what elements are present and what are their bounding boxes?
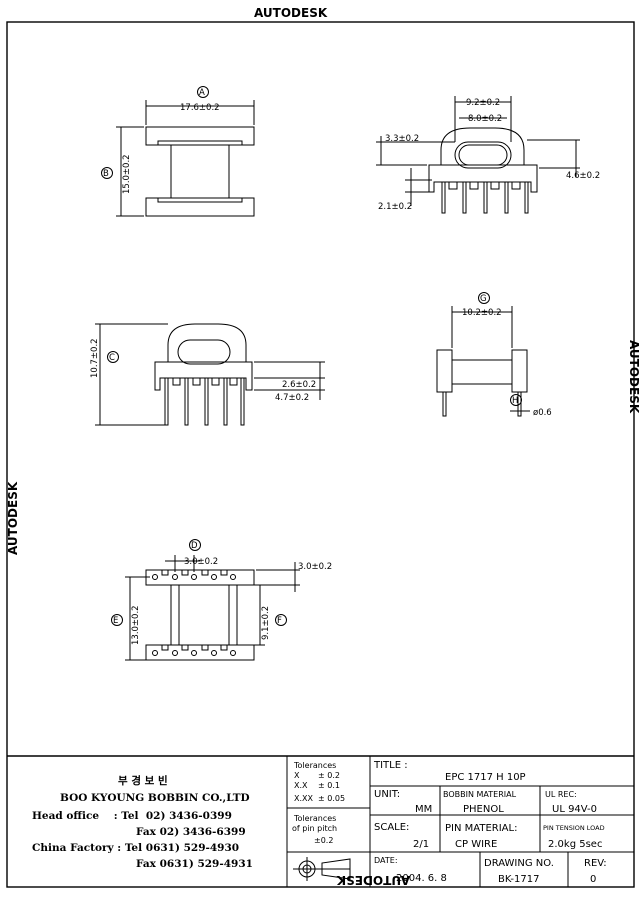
title-block: 부 경 보 빈 BOO KYOUNG BOBBIN CO.,LTD Head o… — [7, 755, 634, 887]
dim-a: 17.6±0.2 — [180, 103, 220, 113]
pitch-tolerance-title: Tolerances — [293, 814, 336, 823]
drawing-no-label: DRAWING NO. — [484, 858, 554, 869]
date-label: DATE: — [374, 856, 398, 865]
pin-tension-value: 2.0kg 5sec — [548, 839, 602, 850]
dim-front-2: 8.0±0.2 — [468, 114, 502, 124]
unit-label: UNIT: — [374, 789, 400, 800]
label-e: E — [113, 616, 118, 626]
dim-e: 13.0±0.2 — [131, 605, 141, 645]
rev-label: REV: — [584, 858, 607, 869]
bobbin-material-value: PHENOL — [463, 804, 504, 815]
company-korean-name: 부 경 보 빈 — [118, 774, 168, 787]
dim-b: 15.0±0.2 — [122, 154, 132, 194]
label-a: A — [199, 88, 205, 98]
drawing-frame — [6, 21, 635, 888]
dim-f: 9.1±0.2 — [261, 606, 271, 640]
label-d: D — [191, 541, 198, 551]
label-f: F — [277, 616, 282, 626]
scale-value: 2/1 — [413, 839, 429, 850]
dim-g: 10.2±0.2 — [462, 308, 502, 318]
ul-rec-value: UL 94V-0 — [552, 804, 597, 815]
front-view: 9.2±0.2 8.0±0.2 3.3±0.2 4.6±0.2 2.1±0.2 — [376, 96, 600, 214]
tol-xx-value: ± 0.1 — [318, 781, 340, 790]
unit-value: MM — [415, 804, 432, 815]
tol-x-value: ± 0.2 — [318, 771, 340, 780]
tolerances-title: Tolerances — [293, 761, 336, 770]
pin-material-label: PIN MATERIAL: — [445, 823, 517, 834]
drawing-no-value: BK-1717 — [498, 874, 539, 885]
scale-label: SCALE: — [374, 822, 409, 833]
tol-xxx-value: ± 0.05 — [318, 794, 345, 803]
dim-d-2: 3.0±0.2 — [298, 562, 332, 572]
label-h: H — [512, 396, 518, 406]
title-label: TITLE : — [373, 760, 408, 771]
pitch-tolerance-value: ±0.2 — [314, 836, 333, 845]
ul-rec-label: UL REC: — [545, 790, 577, 799]
rev-value: 0 — [590, 874, 596, 885]
company-name: BOO KYOUNG BOBBIN CO.,LTD — [60, 792, 250, 804]
pin-material-value: CP WIRE — [455, 839, 497, 850]
dim-h: ø0.6 — [533, 408, 552, 418]
watermark-top: AUTODESK — [254, 6, 328, 20]
head-office-fax: Fax 02) 3436-6399 — [136, 826, 246, 838]
label-g: G — [480, 294, 487, 304]
dim-c-2: 2.6±0.2 — [282, 380, 316, 390]
tol-xxx-label: X.XX — [294, 794, 314, 803]
china-factory-fax: Fax 0631) 529-4931 — [136, 858, 253, 870]
label-b: B — [103, 169, 109, 179]
bobbin-material-label: BOBBIN MATERIAL — [443, 790, 517, 799]
pin-tension-label: PIN TENSION LOAD — [543, 824, 605, 832]
dim-c-3: 4.7±0.2 — [275, 393, 309, 403]
dim-d: 3.0±0.2 — [184, 557, 218, 567]
projection-symbol-icon — [293, 857, 351, 881]
china-factory-tel: China Factory : Tel 0631) 529-4930 — [32, 842, 239, 854]
tol-xx-label: X.X — [294, 781, 308, 790]
dim-front-3: 3.3±0.2 — [385, 134, 419, 144]
dim-front-1: 9.2±0.2 — [466, 98, 500, 108]
drawing-title: EPC 1717 H 10P — [445, 772, 526, 783]
head-office-tel: Head office : Tel 02) 3436-0399 — [32, 810, 232, 822]
watermark-right: AUTODESK — [627, 340, 641, 414]
dim-front-5: 2.1±0.2 — [378, 202, 412, 212]
bottom-view: D 3.0±0.2 3.0±0.2 13.0±0.2 E 9.1±0.2 F — [111, 539, 332, 661]
tol-x-label: X — [294, 771, 300, 780]
watermark-bottom: AUTODESK — [336, 873, 410, 887]
top-view: A 17.6±0.2 B 15.0±0.2 — [101, 86, 255, 217]
watermark-left: AUTODESK — [6, 481, 20, 555]
pitch-tolerance-title-2: of pin pitch — [292, 824, 337, 833]
dim-c: 10.7±0.2 — [90, 338, 100, 378]
dim-front-4: 4.6±0.2 — [566, 171, 600, 181]
side-view-g: G 10.2±0.2 H ø0.6 — [436, 292, 552, 418]
label-c: C — [109, 353, 115, 363]
side-view-c: 10.7±0.2 C 2.6±0.2 4.7±0.2 — [90, 323, 325, 426]
date-value: 2004. 6. 8 — [396, 873, 447, 884]
